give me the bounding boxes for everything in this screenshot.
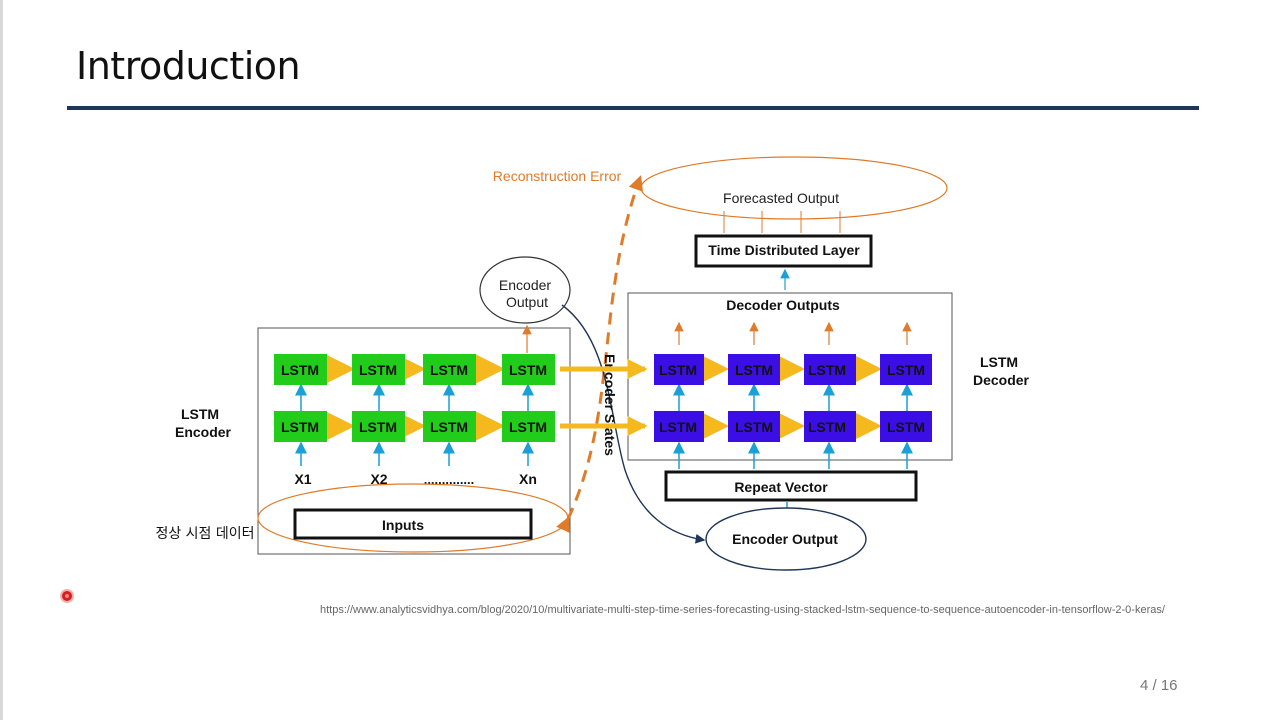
encoder-lstm-cell: LSTM (352, 354, 405, 385)
encoder-output-bottom-ellipse (705, 507, 867, 571)
slide-title: Introduction (76, 44, 301, 88)
svg-text:LSTM: LSTM (281, 362, 319, 378)
decoder-lstm-cell: LSTM (880, 411, 932, 442)
reconstruction-error-label: Reconstruction Error (493, 168, 622, 184)
decoder-lstm-cell: LSTM (880, 354, 932, 385)
title-underline (67, 106, 1199, 110)
encoder-lstm-cell: LSTM (502, 354, 555, 385)
svg-text:LSTM: LSTM (659, 419, 697, 435)
encoder-output-bottom-label: Encoder Output (732, 531, 838, 547)
decoder-lstm-cell: LSTM (728, 354, 780, 385)
svg-text:LSTM: LSTM (808, 419, 846, 435)
svg-text:LSTM: LSTM (509, 419, 547, 435)
decoder-lstm-cell: LSTM (728, 411, 780, 442)
decoder-lstm-cell: LSTM (654, 354, 704, 385)
time-distributed-layer-box (694, 234, 873, 268)
lstm-decoder-label-line2: Decoder (973, 372, 1030, 388)
inputs-box (293, 508, 533, 540)
time-distributed-layer-label: Time Distributed Layer (708, 242, 860, 258)
svg-text:LSTM: LSTM (808, 362, 846, 378)
encoder-lstm-cell: LSTM (274, 411, 327, 442)
slide-left-edge (0, 0, 3, 720)
repeat-vector-label: Repeat Vector (734, 479, 828, 495)
input-label-x1: X1 (294, 471, 311, 487)
svg-text:LSTM: LSTM (887, 419, 925, 435)
decoder-lstm-cell: LSTM (804, 354, 856, 385)
svg-text:LSTM: LSTM (359, 419, 397, 435)
encoder-output-top-line1: Encoder (499, 277, 551, 293)
svg-text:LSTM: LSTM (359, 362, 397, 378)
encoder-lstm-grid: LSTM LSTM LSTM LSTM LSTM LSTM LSTM (274, 354, 555, 466)
forecasted-output-ellipse (640, 156, 948, 220)
input-label-x2: X2 (370, 471, 387, 487)
source-url: https://www.analyticsvidhya.com/blog/202… (320, 604, 1165, 616)
inputs-ellipse (257, 483, 569, 553)
decoder-lstm-cell: LSTM (804, 411, 856, 442)
svg-text:LSTM: LSTM (281, 419, 319, 435)
forecasted-output-label: Forecasted Output (723, 190, 839, 206)
svg-text:LSTM: LSTM (887, 362, 925, 378)
encoder-lstm-cell: LSTM (274, 354, 327, 385)
encoder-output-top-line2: Output (506, 294, 548, 310)
page-number: 4 / 16 (1140, 677, 1178, 694)
svg-text:LSTM: LSTM (735, 362, 773, 378)
svg-text:LSTM: LSTM (735, 419, 773, 435)
encoder-lstm-cell: LSTM (423, 411, 476, 442)
laser-pointer-icon (62, 591, 72, 601)
decoder-outputs-label: Decoder Outputs (726, 297, 840, 313)
input-label-ellipsis: .............. (424, 472, 475, 487)
encoder-lstm-cell: LSTM (352, 411, 405, 442)
decoder-lstm-grid: LSTM LSTM LSTM LSTM LSTM LSTM LSTM (654, 321, 932, 469)
repeat-vector-box (664, 470, 918, 502)
lstm-encoder-label-line1: LSTM (181, 406, 219, 422)
encoder-output-top-ellipse (479, 256, 571, 324)
decoder-lstm-cell: LSTM (654, 411, 704, 442)
svg-text:LSTM: LSTM (659, 362, 697, 378)
encoder-output-link (561, 304, 706, 544)
inputs-label: Inputs (382, 517, 424, 533)
lstm-encoder-label-line2: Encoder (175, 424, 232, 440)
reconstruction-error-arrow (556, 175, 643, 534)
svg-text:LSTM: LSTM (509, 362, 547, 378)
encoder-lstm-cell: LSTM (423, 354, 476, 385)
encoder-states-label: Encoder States (602, 354, 618, 456)
normal-data-label: 정상 시점 데이터 (155, 526, 254, 542)
svg-text:LSTM: LSTM (430, 362, 468, 378)
svg-text:LSTM: LSTM (430, 419, 468, 435)
forecast-ticks (723, 211, 841, 233)
input-label-xn: Xn (519, 471, 537, 487)
lstm-decoder-label-line1: LSTM (980, 354, 1018, 370)
encoder-lstm-cell: LSTM (502, 411, 555, 442)
